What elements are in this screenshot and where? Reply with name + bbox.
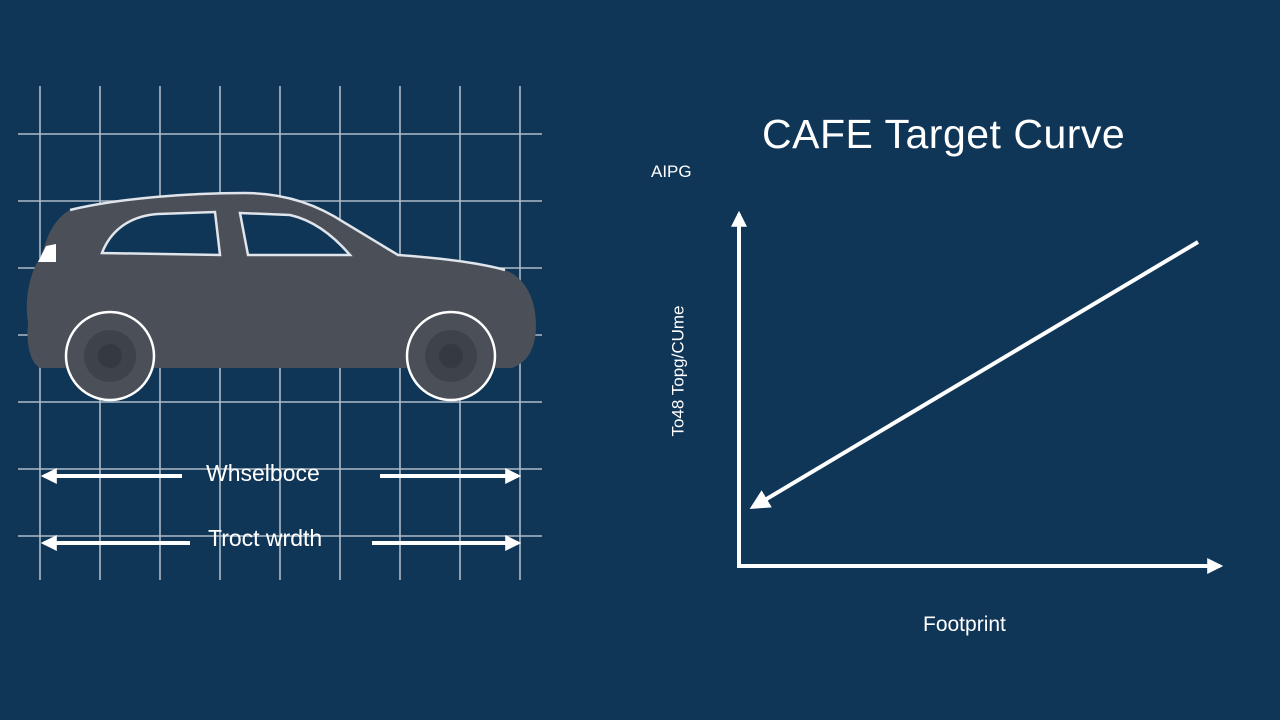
car-silhouette-icon: [26, 191, 537, 402]
y-axis-rotated-label: To48 Topg/CUme: [668, 305, 688, 437]
track-width-label: Troct wrdth: [208, 525, 323, 551]
y-axis-top-label: AIPG: [651, 162, 692, 181]
car-wheel-rear: [405, 310, 497, 402]
wheelbase-label: Whselboce: [206, 460, 320, 486]
chart-title: CAFE Target Curve: [762, 111, 1126, 157]
x-axis-label: Footprint: [923, 613, 1006, 636]
car-wheel-front: [64, 310, 156, 402]
target-curve-line: [749, 240, 1200, 510]
